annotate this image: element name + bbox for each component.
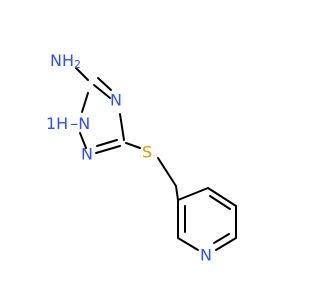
bond-py-c6-n [215,237,237,251]
bond-py-c3-c4 [177,187,209,201]
bond-py-n-c2 [177,237,199,251]
bond-n2-c3-double [96,139,118,147]
molecule-canvas: NH2 1H–N N N S N [46,51,237,265]
bond-py-c4-c5-double [209,195,231,210]
molecule-structure: NH2 1H–N N N S N [46,51,237,265]
bond-c3-s [125,142,141,149]
bond-c5-n4 [93,84,111,99]
nh-label: 1H–N [46,114,90,133]
bond-c3-n4 [119,113,125,141]
bond-n1-n2 [79,132,87,149]
sulfur-label: S [142,143,152,162]
bond-c5-n1 [81,92,89,113]
bond-py-c4-c5 [207,187,237,207]
bond-n2-c3 [95,145,121,154]
bond-py-c6-n-double [213,233,230,244]
bond-c5-n4-double [97,77,112,91]
amine-label-n: NH2 [50,51,81,71]
pyridine-n-label: N [200,246,212,265]
n4-label: N [110,91,122,110]
bond-ch2-pyridine [175,185,179,201]
n2-label: N [81,145,93,164]
bond-s-ch2 [157,157,177,187]
bond-c5-nh2 [75,67,89,81]
